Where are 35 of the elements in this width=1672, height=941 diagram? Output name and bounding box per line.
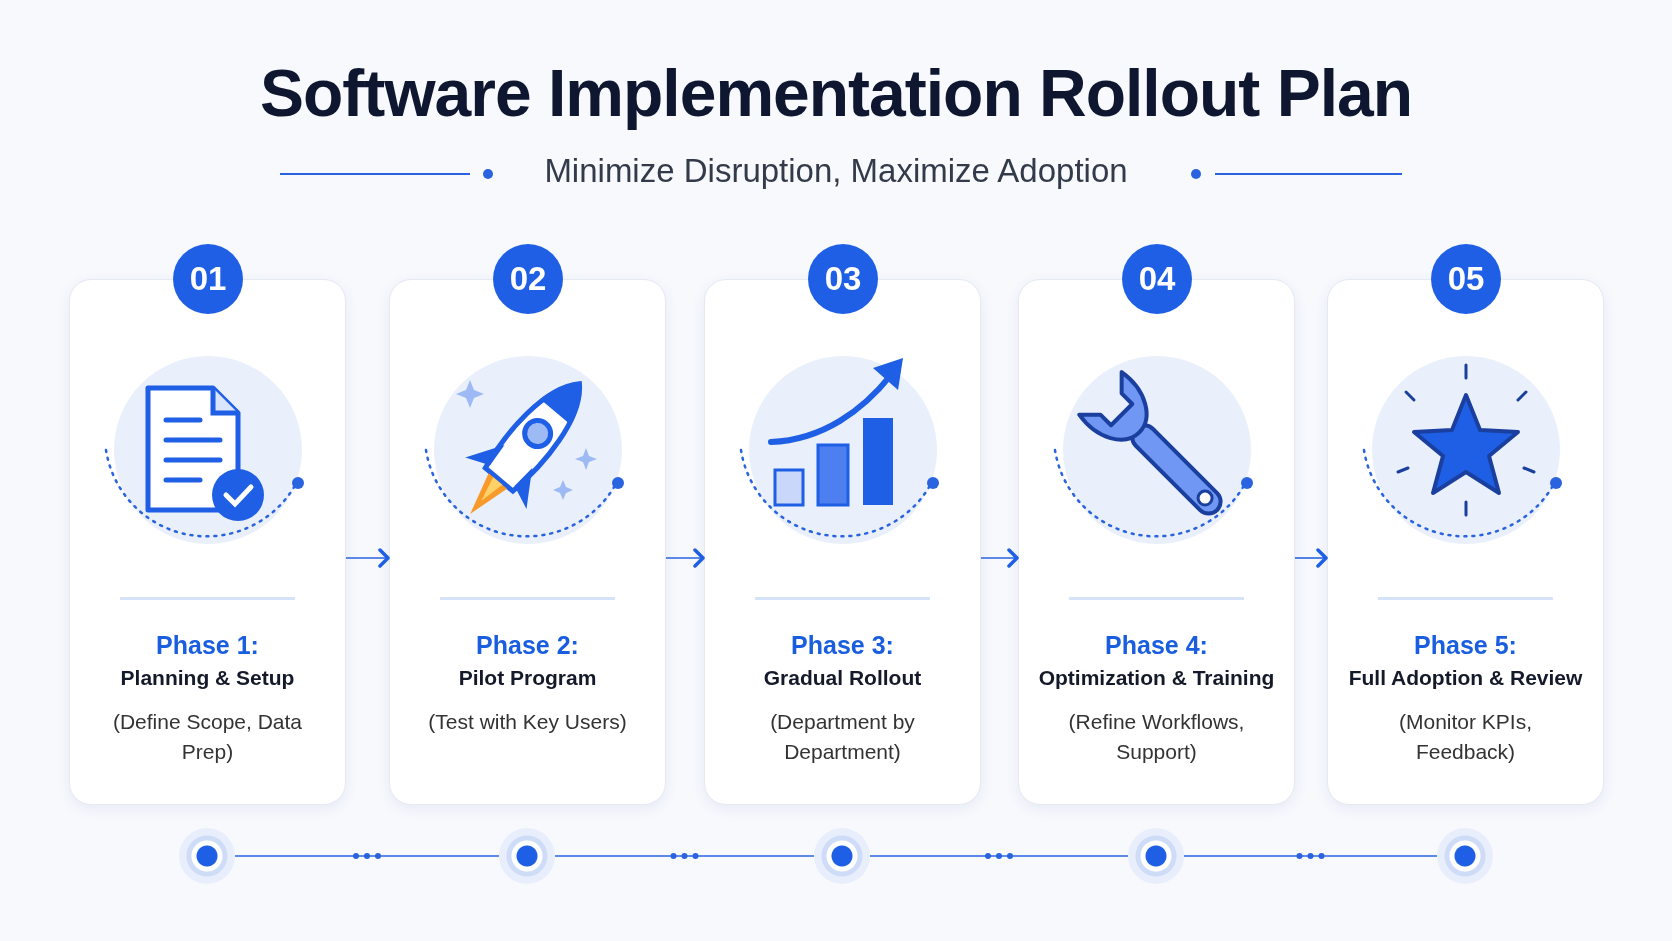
timeline-dot xyxy=(499,828,555,884)
connector-line xyxy=(1183,855,1438,857)
phase-label: Phase 3: xyxy=(790,631,895,660)
number-badge: 03 xyxy=(808,244,878,314)
connector-line xyxy=(869,855,1129,857)
phase-label: Phase 5: xyxy=(1413,631,1518,660)
phase-heading: Pilot Program xyxy=(457,666,598,690)
arrow xyxy=(665,548,705,568)
phase-description: (Define Scope, Data Prep) xyxy=(111,709,304,765)
connector-line xyxy=(234,855,500,857)
phase-description: (Department by Department) xyxy=(769,709,916,765)
arrow xyxy=(345,548,390,568)
phase-heading: Full Adoption & Review xyxy=(1347,666,1584,690)
arrow xyxy=(980,548,1019,568)
title: Software Implementation Rollout Plan xyxy=(258,55,1414,131)
phase-heading: Gradual Rollout xyxy=(762,666,923,690)
number-badge: 01 xyxy=(173,244,243,314)
subtitle: Minimize Disruption, Maximize Adoption xyxy=(544,152,1128,190)
arrow xyxy=(1294,548,1328,568)
number-badge: 05 xyxy=(1431,244,1501,314)
timeline-dot xyxy=(1128,828,1184,884)
phase-heading: Optimization & Training xyxy=(1037,666,1276,690)
number-badge: 02 xyxy=(493,244,563,314)
phase-label: Phase 1: xyxy=(155,631,260,660)
phase-description: (Refine Workflows, Support) xyxy=(1067,709,1246,765)
phase-description: (Test with Key Users) xyxy=(427,709,628,735)
phase-label: Phase 4: xyxy=(1104,631,1209,660)
timeline-dot xyxy=(1437,828,1493,884)
connector-line xyxy=(554,855,815,857)
phase-heading: Planning & Setup xyxy=(119,666,296,690)
number-badge: 04 xyxy=(1122,244,1192,314)
phase-label: Phase 2: xyxy=(475,631,580,660)
phase-description: (Monitor KPIs, Feedback) xyxy=(1397,709,1533,765)
timeline-dot xyxy=(814,828,870,884)
timeline-dot xyxy=(179,828,235,884)
